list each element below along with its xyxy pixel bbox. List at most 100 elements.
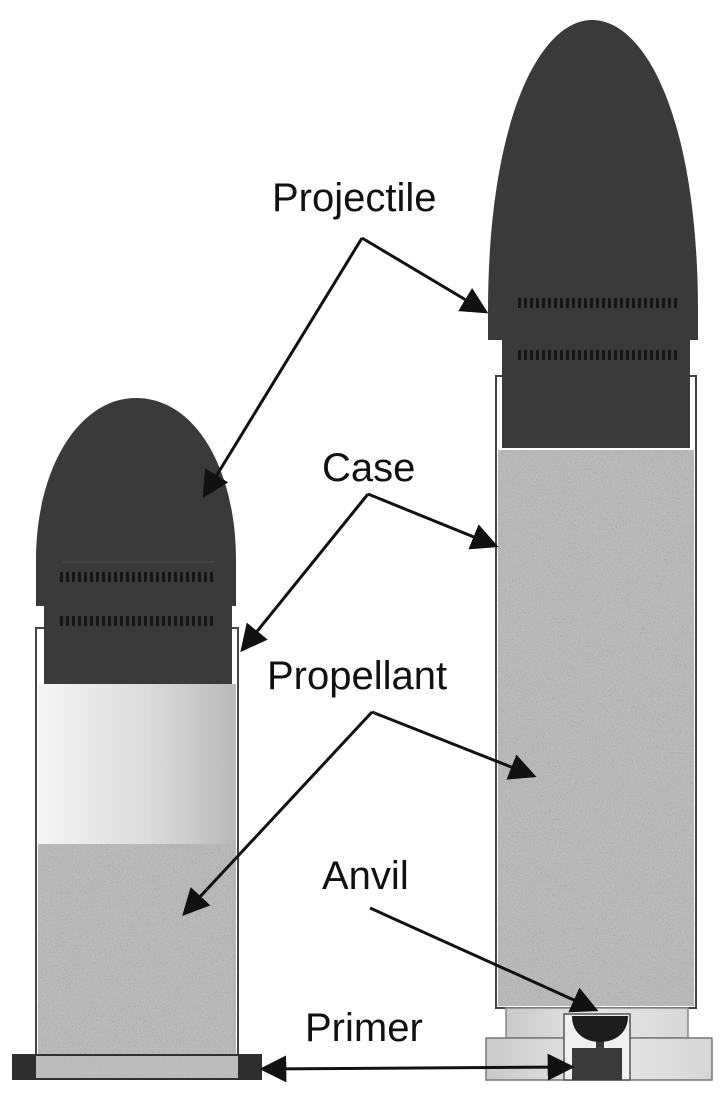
groove-mark bbox=[536, 350, 539, 360]
groove-mark bbox=[518, 298, 521, 308]
groove-mark bbox=[96, 616, 99, 626]
groove-mark bbox=[602, 298, 605, 308]
groove-mark bbox=[180, 616, 183, 626]
groove-mark bbox=[132, 616, 135, 626]
propellant-arrow-left bbox=[182, 710, 374, 916]
groove-mark bbox=[60, 572, 63, 582]
groove-mark bbox=[524, 298, 527, 308]
groove-mark bbox=[144, 572, 147, 582]
groove-mark bbox=[560, 350, 563, 360]
groove-mark bbox=[638, 298, 641, 308]
right-projectile bbox=[488, 20, 698, 448]
groove-mark bbox=[162, 572, 165, 582]
groove-mark bbox=[162, 616, 165, 626]
left-rim-inner bbox=[36, 1056, 238, 1078]
anvil-shape bbox=[572, 1016, 628, 1042]
groove-mark bbox=[66, 616, 69, 626]
groove-mark bbox=[84, 616, 87, 626]
groove-mark bbox=[602, 350, 605, 360]
groove-mark bbox=[138, 572, 141, 582]
groove-mark bbox=[174, 616, 177, 626]
groove-mark bbox=[542, 350, 545, 360]
case-arrow-left bbox=[240, 493, 370, 653]
groove-mark bbox=[192, 616, 195, 626]
groove-mark bbox=[114, 616, 117, 626]
label-projectile: Projectile bbox=[272, 176, 437, 220]
right-projectile-band bbox=[488, 310, 698, 340]
groove-mark bbox=[572, 298, 575, 308]
groove-mark bbox=[186, 616, 189, 626]
groove-mark bbox=[530, 298, 533, 308]
left-propellant-dots bbox=[38, 844, 236, 1056]
groove-mark bbox=[590, 350, 593, 360]
groove-mark bbox=[204, 572, 207, 582]
groove-mark bbox=[656, 298, 659, 308]
groove-mark bbox=[210, 572, 213, 582]
groove-mark bbox=[156, 616, 159, 626]
groove-mark bbox=[650, 298, 653, 308]
groove-mark bbox=[186, 572, 189, 582]
groove-mark bbox=[84, 572, 87, 582]
groove-mark bbox=[548, 350, 551, 360]
left-cartridge bbox=[12, 398, 262, 1080]
groove-mark bbox=[144, 616, 147, 626]
left-cannelure-grooves bbox=[60, 572, 213, 626]
groove-mark bbox=[192, 572, 195, 582]
groove-mark bbox=[78, 616, 81, 626]
groove-mark bbox=[524, 350, 527, 360]
groove-mark bbox=[596, 298, 599, 308]
groove-mark bbox=[102, 616, 105, 626]
arrows bbox=[182, 236, 599, 1083]
groove-mark bbox=[596, 350, 599, 360]
groove-mark bbox=[584, 350, 587, 360]
groove-mark bbox=[108, 572, 111, 582]
groove-mark bbox=[638, 350, 641, 360]
right-propellant-dots bbox=[498, 450, 694, 1006]
groove-mark bbox=[72, 572, 75, 582]
groove-mark bbox=[138, 616, 141, 626]
groove-mark bbox=[114, 572, 117, 582]
groove-mark bbox=[614, 298, 617, 308]
groove-mark bbox=[60, 616, 63, 626]
groove-mark bbox=[554, 298, 557, 308]
groove-mark bbox=[180, 572, 183, 582]
groove-mark bbox=[644, 350, 647, 360]
groove-mark bbox=[120, 572, 123, 582]
groove-mark bbox=[644, 298, 647, 308]
groove-mark bbox=[578, 350, 581, 360]
groove-mark bbox=[78, 572, 81, 582]
groove-mark bbox=[168, 572, 171, 582]
label-anvil: Anvil bbox=[322, 854, 409, 898]
primer-arrow bbox=[259, 1053, 575, 1083]
groove-mark bbox=[656, 350, 659, 360]
primer-cup bbox=[572, 1048, 622, 1080]
groove-mark bbox=[608, 350, 611, 360]
groove-mark bbox=[96, 572, 99, 582]
groove-mark bbox=[668, 350, 671, 360]
groove-mark bbox=[66, 572, 69, 582]
propellant-arrow-right bbox=[371, 710, 537, 780]
groove-mark bbox=[126, 572, 129, 582]
groove-mark bbox=[90, 616, 93, 626]
groove-mark bbox=[668, 298, 671, 308]
left-projectile bbox=[36, 398, 236, 684]
label-case: Case bbox=[322, 446, 416, 490]
groove-mark bbox=[626, 350, 629, 360]
groove-mark bbox=[198, 616, 201, 626]
right-cannelure-grooves bbox=[518, 298, 677, 360]
groove-mark bbox=[72, 616, 75, 626]
groove-mark bbox=[584, 298, 587, 308]
groove-mark bbox=[518, 350, 521, 360]
groove-mark bbox=[650, 350, 653, 360]
label-primer: Primer bbox=[305, 1006, 423, 1050]
groove-mark bbox=[632, 350, 635, 360]
groove-mark bbox=[572, 350, 575, 360]
groove-mark bbox=[662, 350, 665, 360]
left-air-gap bbox=[38, 684, 236, 844]
label-propellant: Propellant bbox=[267, 654, 448, 698]
groove-mark bbox=[614, 350, 617, 360]
groove-mark bbox=[132, 572, 135, 582]
groove-mark bbox=[548, 298, 551, 308]
